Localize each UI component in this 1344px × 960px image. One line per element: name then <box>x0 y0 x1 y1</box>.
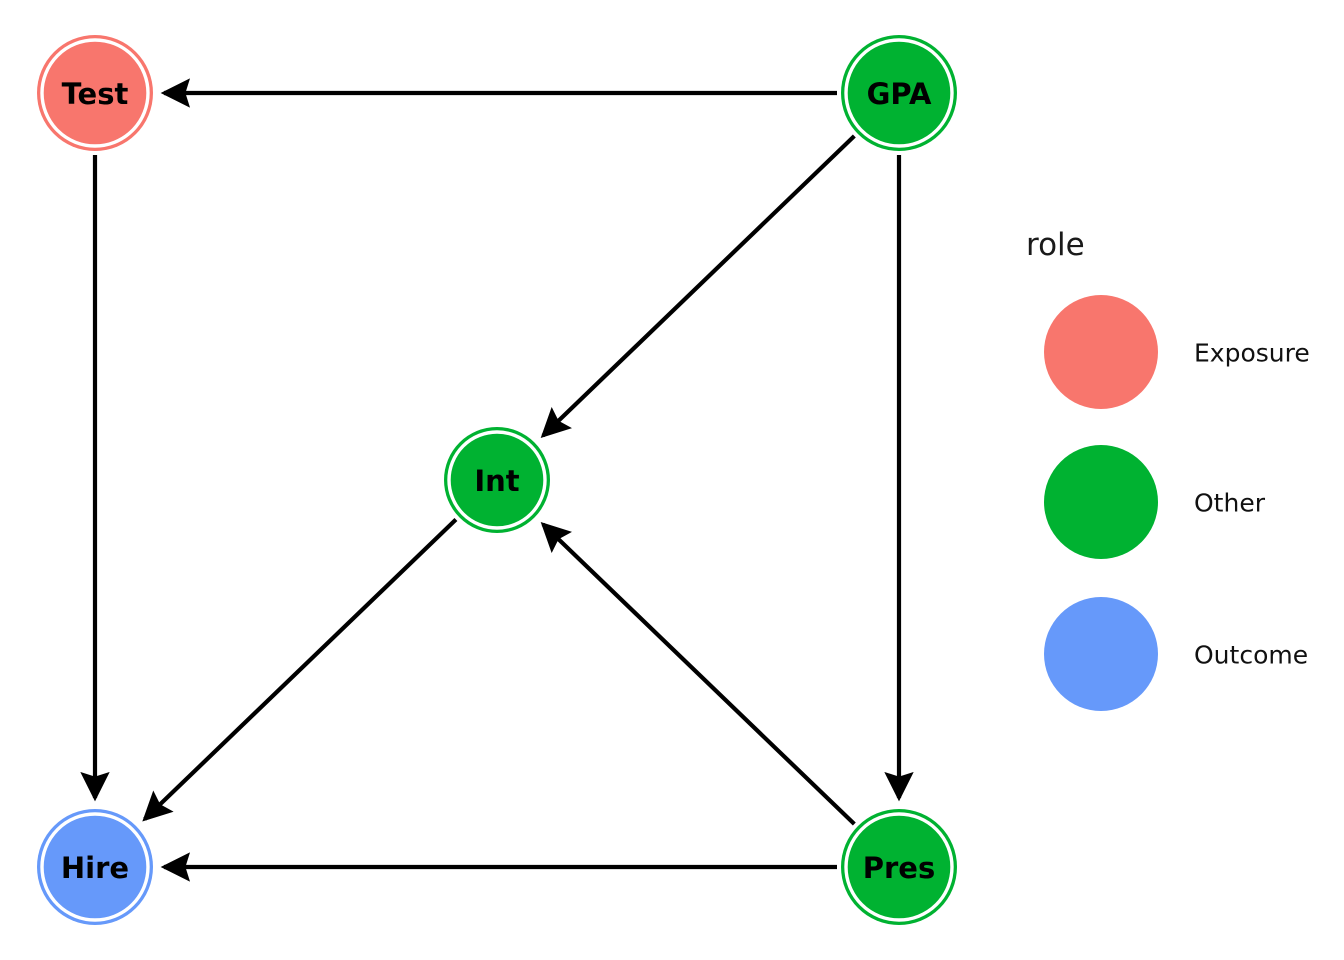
node-label-hire: Hire <box>61 851 129 885</box>
edge-gpa-to-int <box>540 134 856 438</box>
legend-label-other: Other <box>1194 489 1266 518</box>
legend-label-outcome: Outcome <box>1194 641 1308 670</box>
node-fill-pres <box>848 816 950 918</box>
node-white-ring-test <box>40 38 150 148</box>
node-white-ring-hire <box>40 812 150 922</box>
node-white-ring-pres <box>844 812 954 922</box>
legend-label-exposure: Exposure <box>1194 339 1310 368</box>
node-white-ring-int <box>447 430 547 530</box>
edge-pres-to-int <box>540 522 856 826</box>
node-label-gpa: GPA <box>867 77 932 111</box>
node-int[interactable]: Int <box>444 427 550 533</box>
node-label-pres: Pres <box>863 851 936 885</box>
node-gpa[interactable]: GPA <box>841 35 957 151</box>
node-pres[interactable]: Pres <box>841 809 957 925</box>
node-label-test: Test <box>62 77 129 111</box>
legend-item-outcome[interactable]: Outcome <box>1044 597 1308 711</box>
node-hire[interactable]: Hire <box>37 809 153 925</box>
node-white-ring-gpa <box>844 38 954 148</box>
legend-title: role <box>1026 227 1085 263</box>
node-label-int: Int <box>474 464 519 498</box>
legend-item-other[interactable]: Other <box>1044 445 1266 559</box>
node-fill-test <box>44 42 146 144</box>
legend-swatch-other <box>1044 445 1158 559</box>
node-fill-int <box>451 434 543 526</box>
legend-swatch-outcome <box>1044 597 1158 711</box>
node-test[interactable]: Test <box>37 35 153 151</box>
legend-item-exposure[interactable]: Exposure <box>1044 295 1310 409</box>
edges-layer <box>80 78 914 882</box>
node-fill-gpa <box>848 42 950 144</box>
legend-swatch-exposure <box>1044 295 1158 409</box>
node-fill-hire <box>44 816 146 918</box>
edge-int-to-hire <box>142 518 458 822</box>
